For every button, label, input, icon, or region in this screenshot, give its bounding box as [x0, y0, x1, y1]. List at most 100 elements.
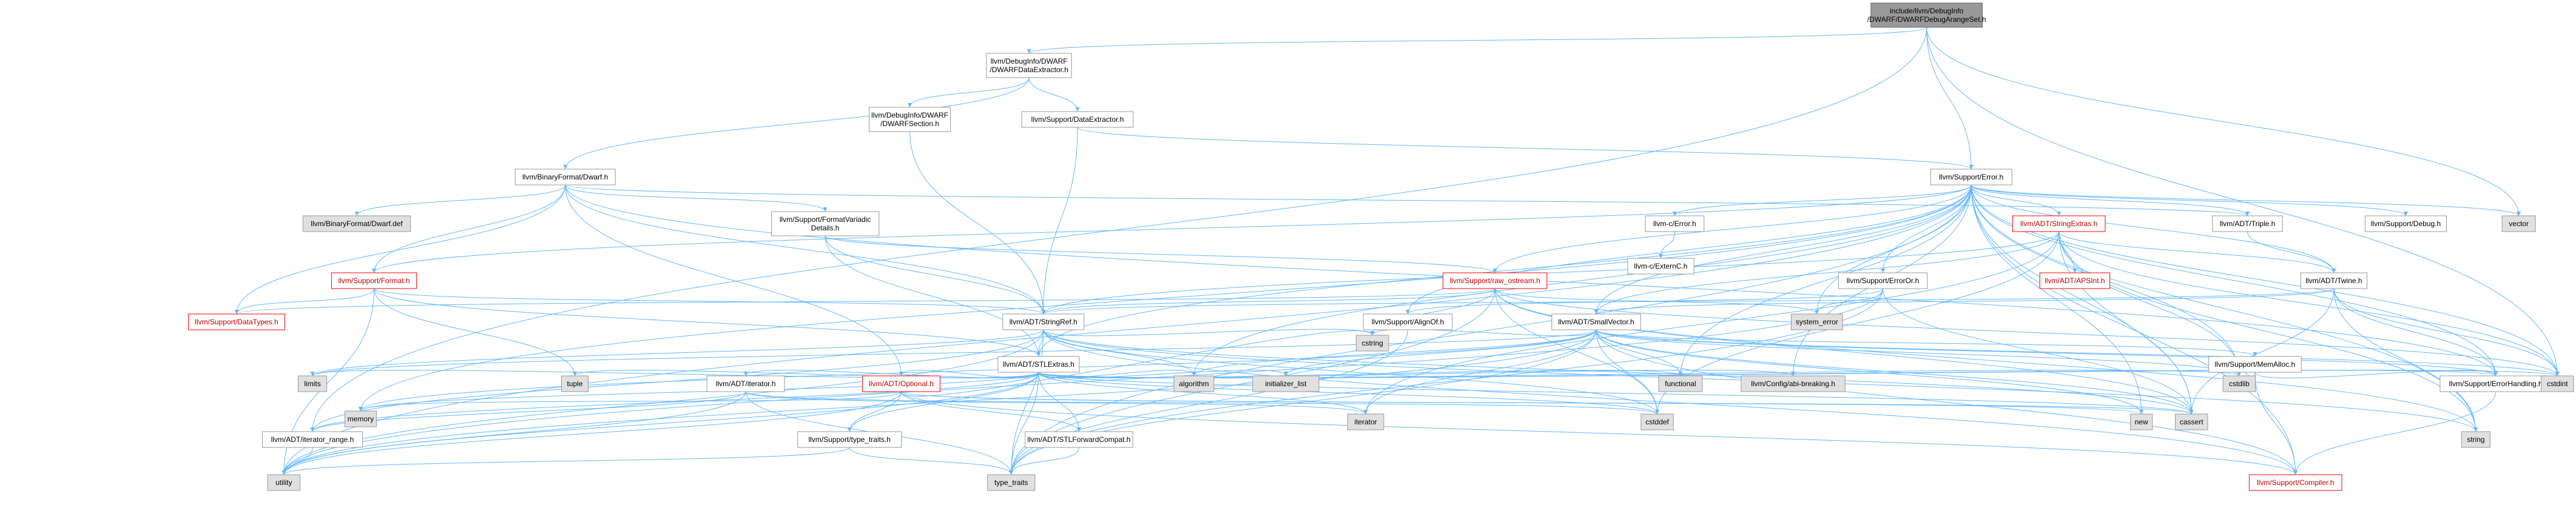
node-iterator[interactable]: llvm/ADT/iterator.h	[706, 375, 785, 392]
node-root[interactable]: include/llvm/DebugInfo/DWARF/DWARFDebugA…	[1867, 2, 1986, 28]
edge-stlextras-to-iterator_std	[1038, 372, 1368, 415]
node-box	[261, 431, 363, 448]
node-type_traits[interactable]: type_traits	[987, 474, 1036, 491]
edge-optional-to-new	[901, 391, 2143, 415]
edge-dwarfdataextractor-to-binaryformatdwarf	[563, 77, 1030, 170]
edge-error-to-alignof	[1405, 184, 1972, 315]
node-cstdlib[interactable]: cstdlib	[2222, 375, 2256, 392]
node-label: llvm/ADT/StringRef.h	[1010, 318, 1077, 326]
node-initializer_list[interactable]: initializer_list	[1252, 375, 1320, 392]
node-errorhandling[interactable]: llvm/Support/ErrorHandling.h	[2439, 375, 2552, 392]
node-abibreaking[interactable]: llvm/Config/abi-breaking.h	[1741, 375, 1846, 392]
node-algorithm[interactable]: algorithm	[1173, 375, 1215, 392]
edge-error-to-debug	[1971, 184, 2408, 216]
node-box	[2012, 215, 2106, 232]
node-label: llvm/DebugInfo/DWARF	[871, 111, 948, 119]
node-cstddef[interactable]: cstddef	[1640, 413, 1674, 430]
node-error[interactable]: llvm/Support/Error.h	[1930, 169, 2012, 186]
node-label: memory	[348, 415, 374, 423]
node-externc[interactable]: llvm-c/ExternC.h	[1627, 258, 1694, 275]
edge-root-to-cstdint	[1926, 27, 2560, 376]
node-new[interactable]: new	[2130, 413, 2153, 430]
node-dwarfdataextractor[interactable]: llvm/DebugInfo/DWARF/DWARFDataExtractor.…	[986, 53, 1072, 78]
edge-format-to-stringref	[374, 288, 1046, 315]
node-smallvector[interactable]: llvm/ADT/SmallVector.h	[1551, 313, 1641, 330]
edge-error-to-vector	[1971, 184, 2521, 216]
node-label: llvm/ADT/STLExtras.h	[1003, 360, 1074, 369]
edge-root-to-iterator_range	[310, 27, 1927, 432]
node-dataextractor[interactable]: llvm/Support/DataExtractor.h	[1021, 111, 1134, 128]
node-box	[1658, 375, 1703, 392]
edge-dwarfdataextractor-to-dataextractor	[1028, 77, 1080, 112]
edge-smallvector-to-functional	[1596, 329, 1683, 376]
edge-error-to-algorithm	[1192, 184, 1972, 376]
edge-error-to-smallvector	[1594, 184, 1972, 315]
node-box	[2541, 375, 2574, 392]
node-twine[interactable]: llvm/ADT/Twine.h	[2300, 272, 2368, 289]
edge-error-to-twine	[1971, 184, 2336, 273]
node-alignof[interactable]: llvm/Support/AlignOf.h	[1363, 313, 1453, 330]
edge-twine-to-errorhandling	[2333, 288, 2498, 376]
edge-iterator-to-utility	[282, 391, 746, 475]
node-triple[interactable]: llvm/ADT/Triple.h	[2212, 215, 2283, 232]
edge-iterator-to-cstddef	[745, 391, 1659, 415]
edge-dataextractor-to-error	[1077, 127, 1974, 170]
node-cassert[interactable]: cassert	[2175, 413, 2208, 430]
node-label: system_error	[1796, 318, 1838, 326]
node-box	[1791, 313, 1843, 330]
edge-smallvector-to-compiler	[1596, 329, 2298, 475]
node-box	[2212, 215, 2283, 232]
node-raw_ostream[interactable]: llvm/Support/raw_ostream.h	[1443, 272, 1548, 289]
node-label: limits	[304, 380, 320, 388]
node-tuple[interactable]: tuple	[561, 375, 589, 392]
edge-stringref-to-type_traits	[1009, 329, 1044, 475]
node-cstring[interactable]: cstring	[1355, 335, 1389, 352]
node-typetraitsllvm[interactable]: llvm/Support/type_traits.h	[797, 431, 902, 448]
edge-iterator-to-iterator_range	[310, 391, 746, 432]
node-box	[797, 431, 902, 448]
node-memalloc[interactable]: llvm/Support/MemAlloc.h	[2208, 356, 2302, 373]
node-box	[2248, 474, 2342, 491]
edge-stringextras-to-smallvector	[1594, 231, 2060, 315]
node-cstdint[interactable]: cstdint	[2541, 375, 2574, 392]
node-dwarfsection[interactable]: llvm/DebugInfo/DWARF/DWARFSection.h	[869, 107, 951, 132]
node-optional[interactable]: llvm/ADT/Optional.h	[862, 375, 940, 392]
node-system_error[interactable]: system_error	[1791, 313, 1843, 330]
node-limits[interactable]: limits	[297, 375, 328, 392]
node-box	[2130, 413, 2153, 430]
edge-error-to-stlextras	[1036, 184, 1972, 357]
node-box	[1640, 413, 1674, 430]
node-iterator_std[interactable]: iterator	[1347, 413, 1384, 430]
node-stlforward[interactable]: llvm/ADT/STLForwardCompat.h	[1025, 431, 1133, 448]
edge-stlextras-to-type_traits	[1009, 372, 1039, 475]
node-box	[986, 53, 1072, 78]
node-stlextras[interactable]: llvm/ADT/STLExtras.h	[997, 356, 1080, 373]
edge-raw_ostream-to-string	[1494, 288, 2478, 432]
edge-erroror-to-system_error	[1815, 288, 1884, 315]
node-compiler[interactable]: llvm/Support/Compiler.h	[2248, 474, 2342, 491]
edge-stringextras-to-twine	[2058, 231, 2336, 273]
node-apsint[interactable]: llvm/ADT/APSInt.h	[2039, 272, 2111, 289]
node-erroror[interactable]: llvm/Support/ErrorOr.h	[1838, 272, 1928, 289]
node-utility[interactable]: utility	[267, 474, 301, 491]
node-llvmcerror[interactable]: llvm-c/Error.h	[1645, 215, 1705, 232]
node-box	[1930, 169, 2012, 186]
edge-smallvector-to-cstddef	[1596, 329, 1660, 415]
node-vector[interactable]: vector	[2501, 215, 2536, 232]
node-stringextras[interactable]: llvm/ADT/StringExtras.h	[2012, 215, 2106, 232]
node-memory[interactable]: memory	[344, 410, 377, 427]
node-label: llvm/ADT/iterator_range.h	[271, 435, 354, 444]
node-debug[interactable]: llvm/Support/Debug.h	[2364, 215, 2447, 232]
node-label: llvm/Support/AlignOf.h	[1372, 318, 1444, 326]
node-format[interactable]: llvm/Support/Format.h	[331, 272, 417, 289]
node-binaryformatdwarf[interactable]: llvm/BinaryFormat/Dwarf.h	[514, 169, 616, 186]
node-datatypes[interactable]: llvm/Support/DataTypes.h	[188, 313, 285, 330]
node-functional[interactable]: functional	[1658, 375, 1703, 392]
node-string[interactable]: string	[2461, 431, 2490, 448]
node-stringref[interactable]: llvm/ADT/StringRef.h	[1002, 313, 1085, 330]
node-box	[1025, 431, 1133, 448]
node-dwarfdef[interactable]: llvm/BinaryFormat/Dwarf.def	[302, 215, 411, 232]
edge-twine-to-smallvector	[1594, 288, 2335, 315]
node-iterator_range[interactable]: llvm/ADT/iterator_range.h	[261, 431, 363, 448]
